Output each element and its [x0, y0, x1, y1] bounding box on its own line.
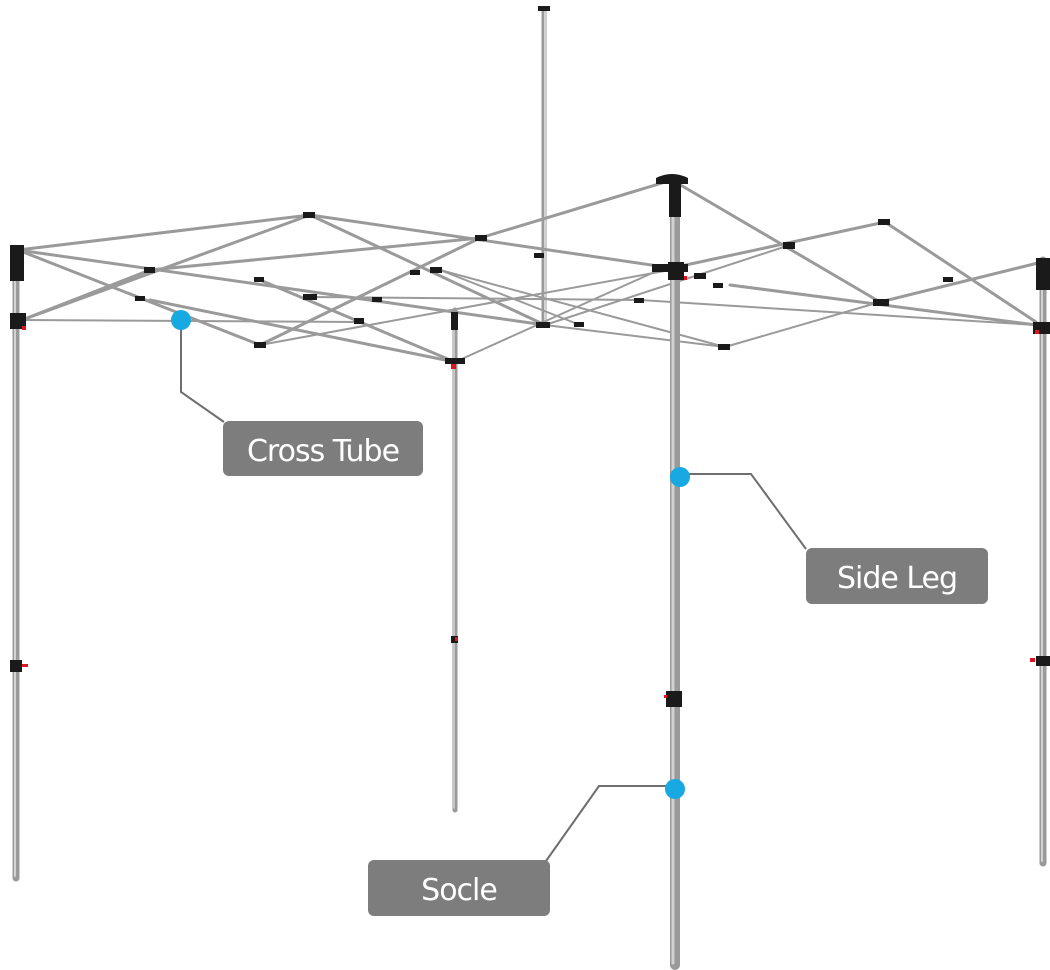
corner-bracket-top — [656, 174, 688, 217]
leg-right — [1030, 256, 1050, 867]
scissor-joint — [634, 298, 644, 303]
scissor-joint — [135, 296, 145, 301]
leg-front-center — [652, 174, 688, 970]
callout-side-leg: Side Leg — [670, 467, 988, 604]
leg-lock — [1036, 656, 1050, 666]
leg-lock — [451, 636, 458, 643]
scissor-joint — [713, 283, 723, 288]
label-socle: Socle — [421, 873, 497, 908]
center-pole — [538, 6, 550, 328]
leader-line — [180, 320, 225, 423]
leader-line — [680, 473, 807, 550]
scissor-joint — [475, 235, 487, 241]
scissor-joint — [536, 322, 550, 328]
scissor-joint — [144, 267, 155, 273]
scissor-joint — [878, 219, 890, 225]
scissor-joint — [873, 299, 889, 306]
label-cross-tube: Cross Tube — [247, 434, 399, 469]
lock-pin — [451, 364, 456, 369]
scissor-joint — [410, 270, 420, 275]
label-side-leg: Side Leg — [837, 561, 957, 596]
leg-back-center — [445, 307, 465, 813]
scissor-joint — [254, 342, 266, 348]
callout-dot — [171, 310, 191, 330]
scissor-joint — [574, 322, 584, 327]
legs — [10, 174, 1050, 970]
lock-pin — [1035, 330, 1039, 334]
leader-line — [545, 785, 675, 862]
label-box — [368, 860, 550, 916]
leg-lock — [666, 691, 682, 707]
scissor-joint — [718, 344, 730, 350]
scissor-joint — [303, 212, 315, 218]
scissor-joint — [534, 253, 544, 258]
label-box — [223, 421, 423, 476]
lock-pin — [1030, 658, 1035, 662]
corner-bracket-top — [451, 312, 458, 330]
cross-tubes — [16, 178, 1044, 364]
slider-bracket-body — [668, 262, 684, 280]
slider-bracket — [445, 358, 465, 364]
callout-dot — [665, 779, 685, 799]
lock-pin — [455, 637, 458, 641]
scissor-joint — [254, 277, 264, 282]
leg-left — [10, 245, 28, 882]
leg-lock — [10, 660, 22, 672]
scissor-joint — [354, 318, 364, 324]
callout-dot — [670, 467, 690, 487]
scissor-joint — [943, 277, 953, 282]
lock-pin — [664, 695, 667, 698]
lock-pin — [22, 664, 28, 667]
lock-pin — [684, 276, 687, 280]
scissor-joint — [372, 297, 382, 302]
scissor-joints — [135, 212, 953, 350]
scissor-joint — [783, 242, 795, 249]
lock-pin — [22, 326, 26, 330]
label-box — [806, 548, 988, 604]
slider-bracket — [10, 313, 26, 329]
corner-bracket-top — [1036, 258, 1050, 290]
pole-cap — [538, 6, 550, 11]
callout-socle: Socle — [368, 779, 685, 916]
scissor-joint — [694, 273, 706, 279]
callout-cross-tube: Cross Tube — [171, 310, 423, 476]
corner-bracket-top — [10, 245, 24, 281]
scissor-joint — [303, 294, 317, 300]
scissor-joint — [430, 267, 442, 273]
